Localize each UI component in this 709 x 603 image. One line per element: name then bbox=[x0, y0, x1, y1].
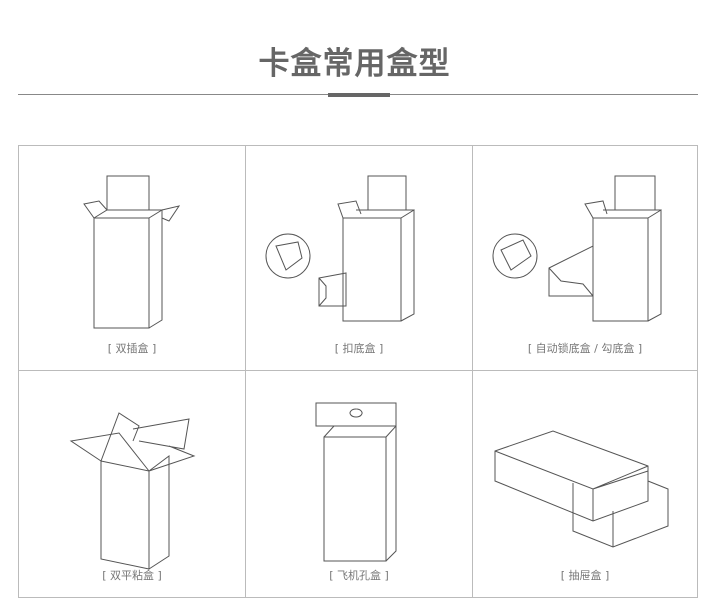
box-card-auto-lock: [ 自动锁底盒 / 勾底盒 ] bbox=[473, 146, 697, 371]
box-card-double-glue: [ 双平粘盒 ] bbox=[19, 371, 246, 597]
box-card-tuck-end: [ 双插盒 ] bbox=[19, 146, 246, 371]
box-card-hang-hole: [ 飞机孔盒 ] bbox=[246, 371, 473, 597]
box-label: [ 自动锁底盒 / 勾底盒 ] bbox=[527, 342, 643, 355]
hang-hole-box-icon bbox=[315, 402, 397, 562]
box-label: [ 抽屉盒 ] bbox=[560, 569, 610, 582]
double-glue-box-icon bbox=[69, 412, 196, 570]
page-title: 卡盒常用盒型 bbox=[258, 46, 451, 82]
box-type-grid: [ 双插盒 ] [ 扣底盒 ] [ 自动锁底盒 / 勾底盒 ] [ 双平粘盒 ]… bbox=[18, 145, 698, 598]
box-label: [ 双平粘盒 ] bbox=[102, 569, 162, 582]
box-label: [ 扣底盒 ] bbox=[334, 342, 384, 355]
snap-lock-bottom-box-icon bbox=[265, 175, 415, 322]
box-label: [ 双插盒 ] bbox=[107, 342, 157, 355]
box-card-drawer: [ 抽屉盒 ] bbox=[473, 371, 697, 597]
box-label: [ 飞机孔盒 ] bbox=[329, 569, 389, 582]
divider-accent bbox=[328, 93, 390, 97]
drawer-box-icon bbox=[494, 430, 669, 548]
tuck-end-box-icon bbox=[83, 175, 181, 329]
auto-lock-bottom-box-icon bbox=[492, 175, 662, 322]
box-card-snap-lock: [ 扣底盒 ] bbox=[246, 146, 473, 371]
